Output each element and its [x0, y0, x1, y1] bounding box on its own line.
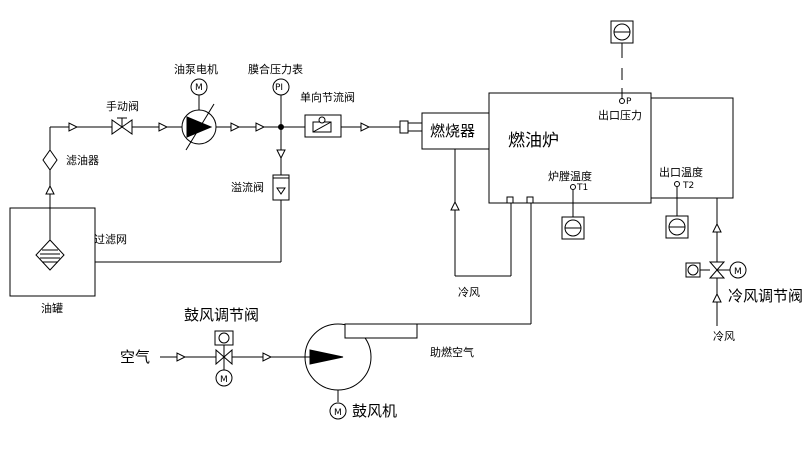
svg-text:M: M: [195, 83, 203, 93]
pressure-tag: P: [626, 97, 632, 107]
oil-flow-arrows: [45, 122, 371, 195]
temp-probe-dot: [674, 181, 680, 187]
svg-text:PI: PI: [275, 83, 283, 93]
oil-pump-icon: [181, 103, 217, 151]
outlet-pressure-sensor: [619, 43, 625, 104]
flow-arrow: [230, 122, 241, 132]
pump-motor-icon: M: [190, 78, 208, 96]
furnace-temp-indicator-icon: [561, 216, 585, 240]
relief-valve-icon: [272, 174, 290, 201]
temp-probe-dot: [570, 184, 576, 190]
flow-arrow: [45, 184, 55, 195]
filter-icon: [42, 149, 58, 171]
cold-air-furnace-label: 冷风: [458, 286, 480, 299]
manual-valve-label: 手动阀: [106, 99, 139, 113]
burner-box: [421, 112, 490, 150]
strainer-label: 过滤网: [94, 233, 127, 246]
flow-arrow: [276, 149, 286, 160]
furnace-body: [488, 92, 652, 204]
flow-arrow: [360, 122, 371, 132]
filter-label: 滤油器: [66, 153, 99, 167]
svg-text:M: M: [734, 267, 742, 277]
burner-nozzle: [407, 122, 423, 132]
check-throttle-valve-label: 单向节流阀: [300, 90, 355, 104]
pressure-gauge-icon: PI: [272, 78, 290, 96]
junction-dot: [278, 124, 284, 130]
temp-tag-2: T2: [682, 181, 694, 191]
cold-air-damper-label: 冷风调节阀: [728, 287, 803, 305]
flow-arrow: [255, 122, 266, 132]
temp-tag-1: T1: [576, 183, 588, 193]
burner-nozzle: [399, 120, 409, 134]
check-throttle-valve-icon: [304, 114, 342, 138]
cold-air-damper-icon: M: [685, 261, 747, 279]
flow-arrow: [68, 122, 79, 132]
oil-tank-label: 油罐: [41, 301, 63, 315]
burner-label: 燃烧器: [430, 122, 475, 140]
blower-label: 鼓风机: [352, 402, 397, 420]
pressure-indicator-icon: [610, 20, 634, 44]
furnace-temp-label: 炉膛温度: [548, 169, 592, 183]
svg-text:M: M: [334, 408, 342, 418]
blower-icon: M: [304, 323, 418, 420]
outlet-box: [650, 97, 734, 199]
manual-valve-icon: [111, 117, 133, 135]
air-inlet-line: [160, 352, 306, 362]
furnace-port: [506, 196, 514, 204]
combustion-air-line: [417, 203, 532, 325]
air-label: 空气: [120, 348, 150, 366]
furnace-port: [526, 196, 534, 204]
outlet-temp-label: 出口温度: [659, 165, 703, 179]
combustion-air-label: 助燃空气: [430, 345, 474, 359]
strainer-icon: [35, 208, 65, 271]
cold-air-right-label: 冷风: [713, 330, 735, 343]
outlet-pressure-label: 出口压力: [598, 108, 642, 122]
oil-supply-line: [49, 95, 414, 263]
compound-gauge-label: 膜合压力表: [248, 62, 303, 76]
outlet-temp-indicator-icon: [665, 215, 689, 239]
relief-valve-label: 溢流阀: [231, 180, 264, 194]
furnace-label: 燃油炉: [508, 131, 559, 151]
cold-air-loop: [450, 149, 512, 277]
flow-arrow: [158, 122, 169, 132]
blower-damper-icon: M: [214, 330, 234, 387]
blower-damper-label: 鼓风调节阀: [184, 306, 259, 324]
svg-text:M: M: [220, 375, 228, 385]
pump-motor-label: 油泵电机: [174, 62, 218, 76]
